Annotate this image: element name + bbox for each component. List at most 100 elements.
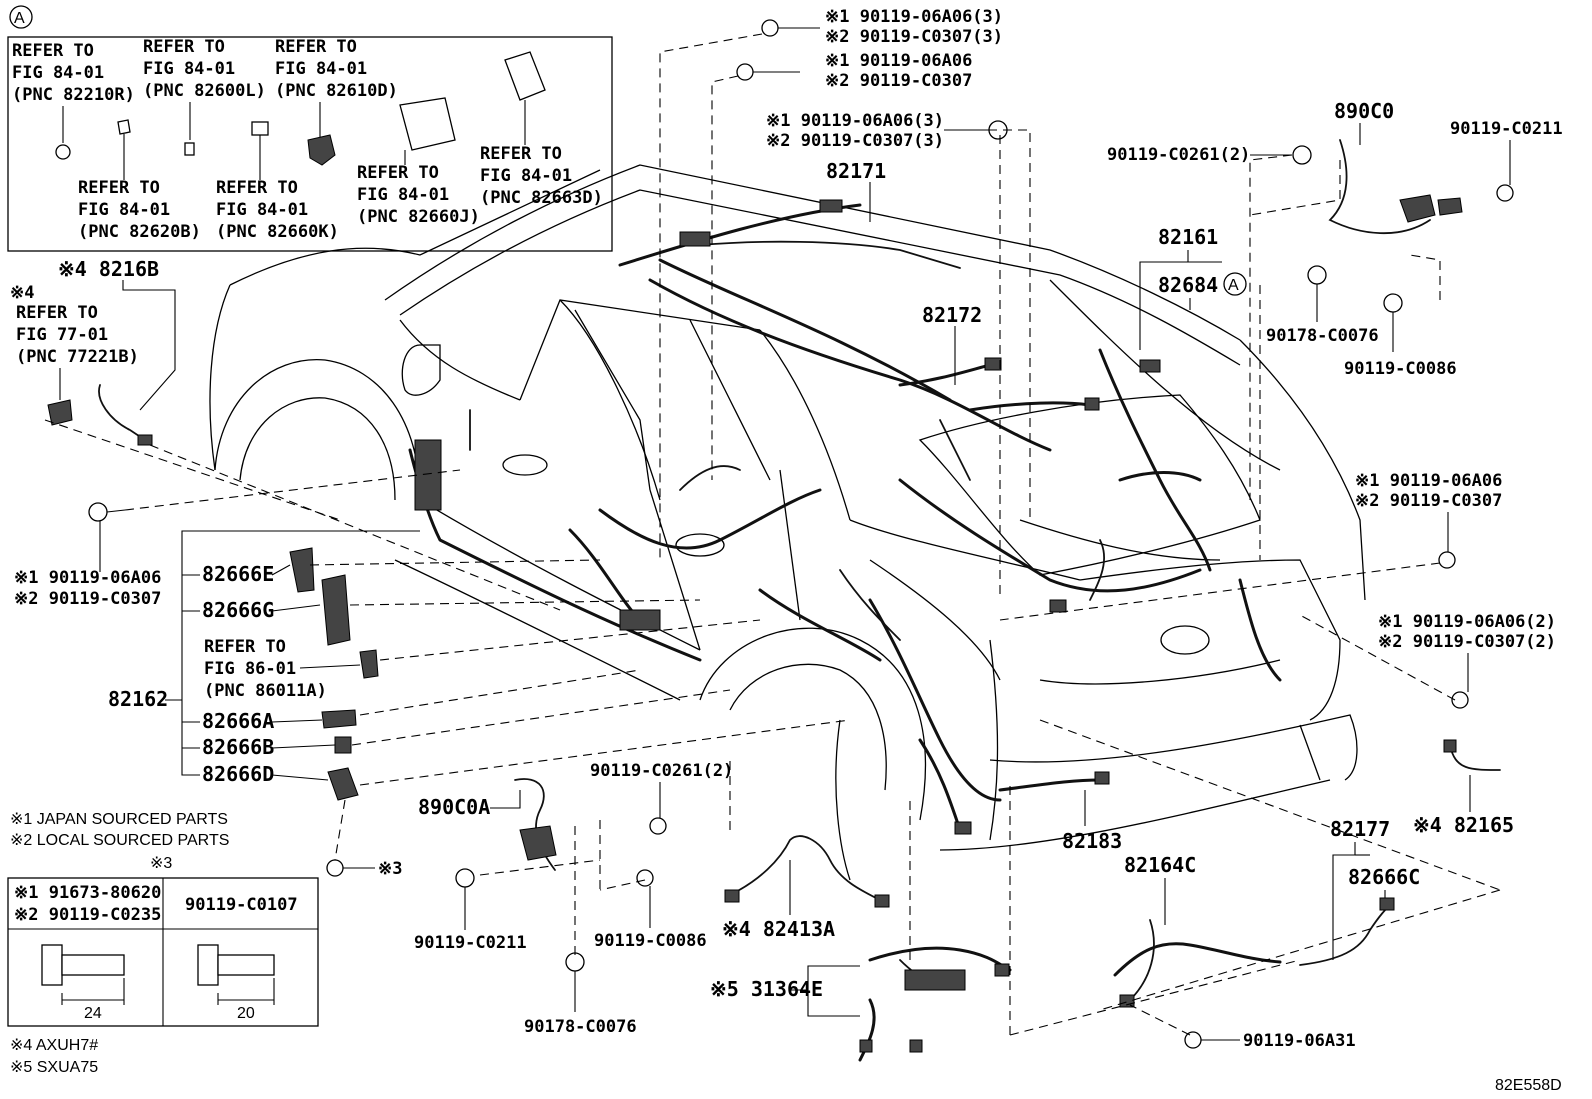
- svg-text:FIG 84-01: FIG 84-01: [143, 59, 235, 79]
- marker-a-circle: [1223, 272, 1247, 296]
- svg-text:※1 91673-80620: ※1 91673-80620: [14, 883, 161, 903]
- svg-text:※1 90119-06A06(2): ※1 90119-06A06(2): [1378, 612, 1556, 632]
- bolt-drawing-1: 24: [41, 944, 125, 1022]
- svg-text:90119-06A31: 90119-06A31: [1243, 1031, 1356, 1051]
- harness-82183-bumper: [758, 569, 1110, 835]
- label-82666d: 82666D: [202, 762, 274, 786]
- part-82666d-icon: [327, 767, 359, 801]
- inset-ref-82663d: REFER TO FIG 84-01 (PNC 82663D): [480, 51, 603, 208]
- label-82162: 82162: [108, 687, 168, 711]
- part-82666g-icon: [321, 574, 351, 646]
- label-82161: 82161: [1158, 225, 1218, 249]
- label-82666b: 82666B: [202, 735, 274, 759]
- svg-text:(PNC 82663D): (PNC 82663D): [480, 188, 603, 208]
- svg-text:(PNC 82600L): (PNC 82600L): [143, 81, 266, 101]
- part-82660j-icon: [399, 97, 456, 151]
- part-82666e-icon: [289, 547, 315, 593]
- part-77221b-icon: [47, 399, 73, 426]
- bolt-note3-icon: [326, 859, 344, 877]
- harness-82161-rear: [898, 348, 1282, 682]
- legend-japan: ※1 JAPAN SOURCED PARTS: [10, 811, 228, 828]
- dashed-leaders: [44, 33, 1501, 1036]
- inset-marker: A: [14, 10, 25, 27]
- label-82666e: 82666E: [202, 562, 274, 586]
- svg-text:(PNC 82610D): (PNC 82610D): [275, 81, 398, 101]
- svg-text:REFER TO: REFER TO: [78, 178, 160, 198]
- inset-ref-82620b: REFER TO FIG 84-01 (PNC 82620B): [78, 119, 201, 242]
- part-82620b-icon: [117, 119, 131, 135]
- label-82666c: 82666C: [1348, 865, 1420, 889]
- part-86011a-icon: [359, 649, 379, 679]
- svg-text:FIG 84-01: FIG 84-01: [275, 59, 367, 79]
- label-890c0: 890C0: [1334, 99, 1394, 123]
- svg-text:90119-C0261(2): 90119-C0261(2): [590, 761, 733, 781]
- clip-c0076-bottom-icon: [565, 952, 585, 972]
- marker-a: A: [1228, 277, 1239, 294]
- part-82600l-icon: [184, 142, 195, 156]
- svg-text:FIG 84-01: FIG 84-01: [12, 63, 104, 83]
- svg-text:※2 90119-C0307(2): ※2 90119-C0307(2): [1378, 632, 1556, 652]
- bolt-c0261-bottom-icon: [649, 817, 667, 835]
- svg-text:90119-C0211: 90119-C0211: [1450, 119, 1563, 139]
- bolt-c0261-top-icon: [1292, 145, 1312, 165]
- left-callouts: ※4 8216B ※4 REFER TO FIG 77-01 (PNC 7722…: [10, 257, 420, 879]
- svg-text:(PNC 82620B): (PNC 82620B): [78, 222, 201, 242]
- svg-text:※1 90119-06A06: ※1 90119-06A06: [1355, 471, 1502, 491]
- label-82684: 82684: [1158, 273, 1218, 297]
- svg-text:※2 90119-C0307: ※2 90119-C0307: [1355, 491, 1502, 511]
- legend-note3: ※3: [150, 855, 172, 872]
- svg-text:REFER TO: REFER TO: [16, 303, 98, 323]
- svg-text:※1 90119-06A06: ※1 90119-06A06: [825, 51, 972, 71]
- harness-82162-floor: [408, 409, 822, 662]
- harness-82172: [898, 357, 1100, 481]
- legend-axuh: ※4 AXUH7#: [10, 1037, 98, 1054]
- bolt-c0211-bottom-icon: [455, 868, 475, 888]
- svg-text:REFER TO: REFER TO: [204, 637, 286, 657]
- svg-text:※1 90119-06A06(3): ※1 90119-06A06(3): [766, 111, 944, 131]
- part-82660k-icon: [251, 121, 269, 136]
- label-82172: 82172: [922, 303, 982, 327]
- bolt-c0086-top-icon: [1383, 293, 1403, 313]
- svg-text:90119-C0086: 90119-C0086: [1344, 359, 1457, 379]
- label-82666g: 82666G: [202, 598, 274, 622]
- svg-text:※2 90119-C0307(3): ※2 90119-C0307(3): [766, 131, 944, 151]
- label-note3-side: ※3: [378, 859, 402, 879]
- label-82183: 82183: [1062, 829, 1122, 853]
- bolt-drawing-2: 20: [197, 944, 275, 1022]
- svg-text:REFER TO: REFER TO: [275, 37, 357, 57]
- bolt-c0211-top-icon: [1496, 184, 1514, 202]
- inset-box: [7, 36, 613, 252]
- label-82165: ※4 82165: [1413, 813, 1514, 837]
- inset-ref-82660j: REFER TO FIG 84-01 (PNC 82660J): [357, 97, 480, 227]
- diagram-code: 82E558D: [1495, 1077, 1562, 1094]
- legend: ※1 JAPAN SOURCED PARTS ※2 LOCAL SOURCED …: [7, 811, 319, 1076]
- svg-text:※1 90119-06A06(3): ※1 90119-06A06(3): [825, 7, 1003, 27]
- part-82210r-icon: [55, 144, 71, 160]
- svg-text:※2 90119-C0307: ※2 90119-C0307: [825, 71, 972, 91]
- svg-text:FIG 84-01: FIG 84-01: [357, 185, 449, 205]
- inset-marker-circle: [9, 5, 33, 29]
- clip-c0076-top-icon: [1307, 265, 1327, 285]
- inset-ref-82610d: REFER TO FIG 84-01 (PNC 82610D): [275, 37, 398, 166]
- bolt-right-2-icon: [1451, 691, 1469, 709]
- top-callouts: ※1 90119-06A06(3) ※2 90119-C0307(3) ※1 9…: [736, 7, 1563, 385]
- svg-text:※2 90119-C0235: ※2 90119-C0235: [14, 905, 161, 925]
- harness-82171-roof: [618, 199, 1052, 452]
- inset-ref-82660k: REFER TO FIG 84-01 (PNC 82660K): [216, 121, 339, 242]
- label-31364e: ※5 31364E: [710, 977, 823, 1001]
- label-8216b: ※4 8216B: [58, 257, 159, 281]
- label-note4: ※4: [10, 283, 34, 303]
- part-82666a-icon: [321, 709, 357, 729]
- svg-text:(PNC 82660K): (PNC 82660K): [216, 222, 339, 242]
- bolt-c0086-bottom-icon: [636, 869, 654, 887]
- vehicle-body-outline: [209, 164, 1366, 881]
- svg-text:FIG 84-01: FIG 84-01: [216, 200, 308, 220]
- svg-text:90119-C0086: 90119-C0086: [594, 931, 707, 951]
- bolt-left-icon: [88, 502, 108, 522]
- svg-text:(PNC 86011A): (PNC 86011A): [204, 681, 327, 701]
- part-82666b-icon: [334, 736, 352, 754]
- inset-ref-82210r: REFER TO FIG 84-01 (PNC 82210R): [12, 41, 135, 160]
- svg-text:FIG 84-01: FIG 84-01: [78, 200, 170, 220]
- inset-a: A REFER TO FIG 84-01 (PNC 82210R) REFER …: [7, 5, 613, 252]
